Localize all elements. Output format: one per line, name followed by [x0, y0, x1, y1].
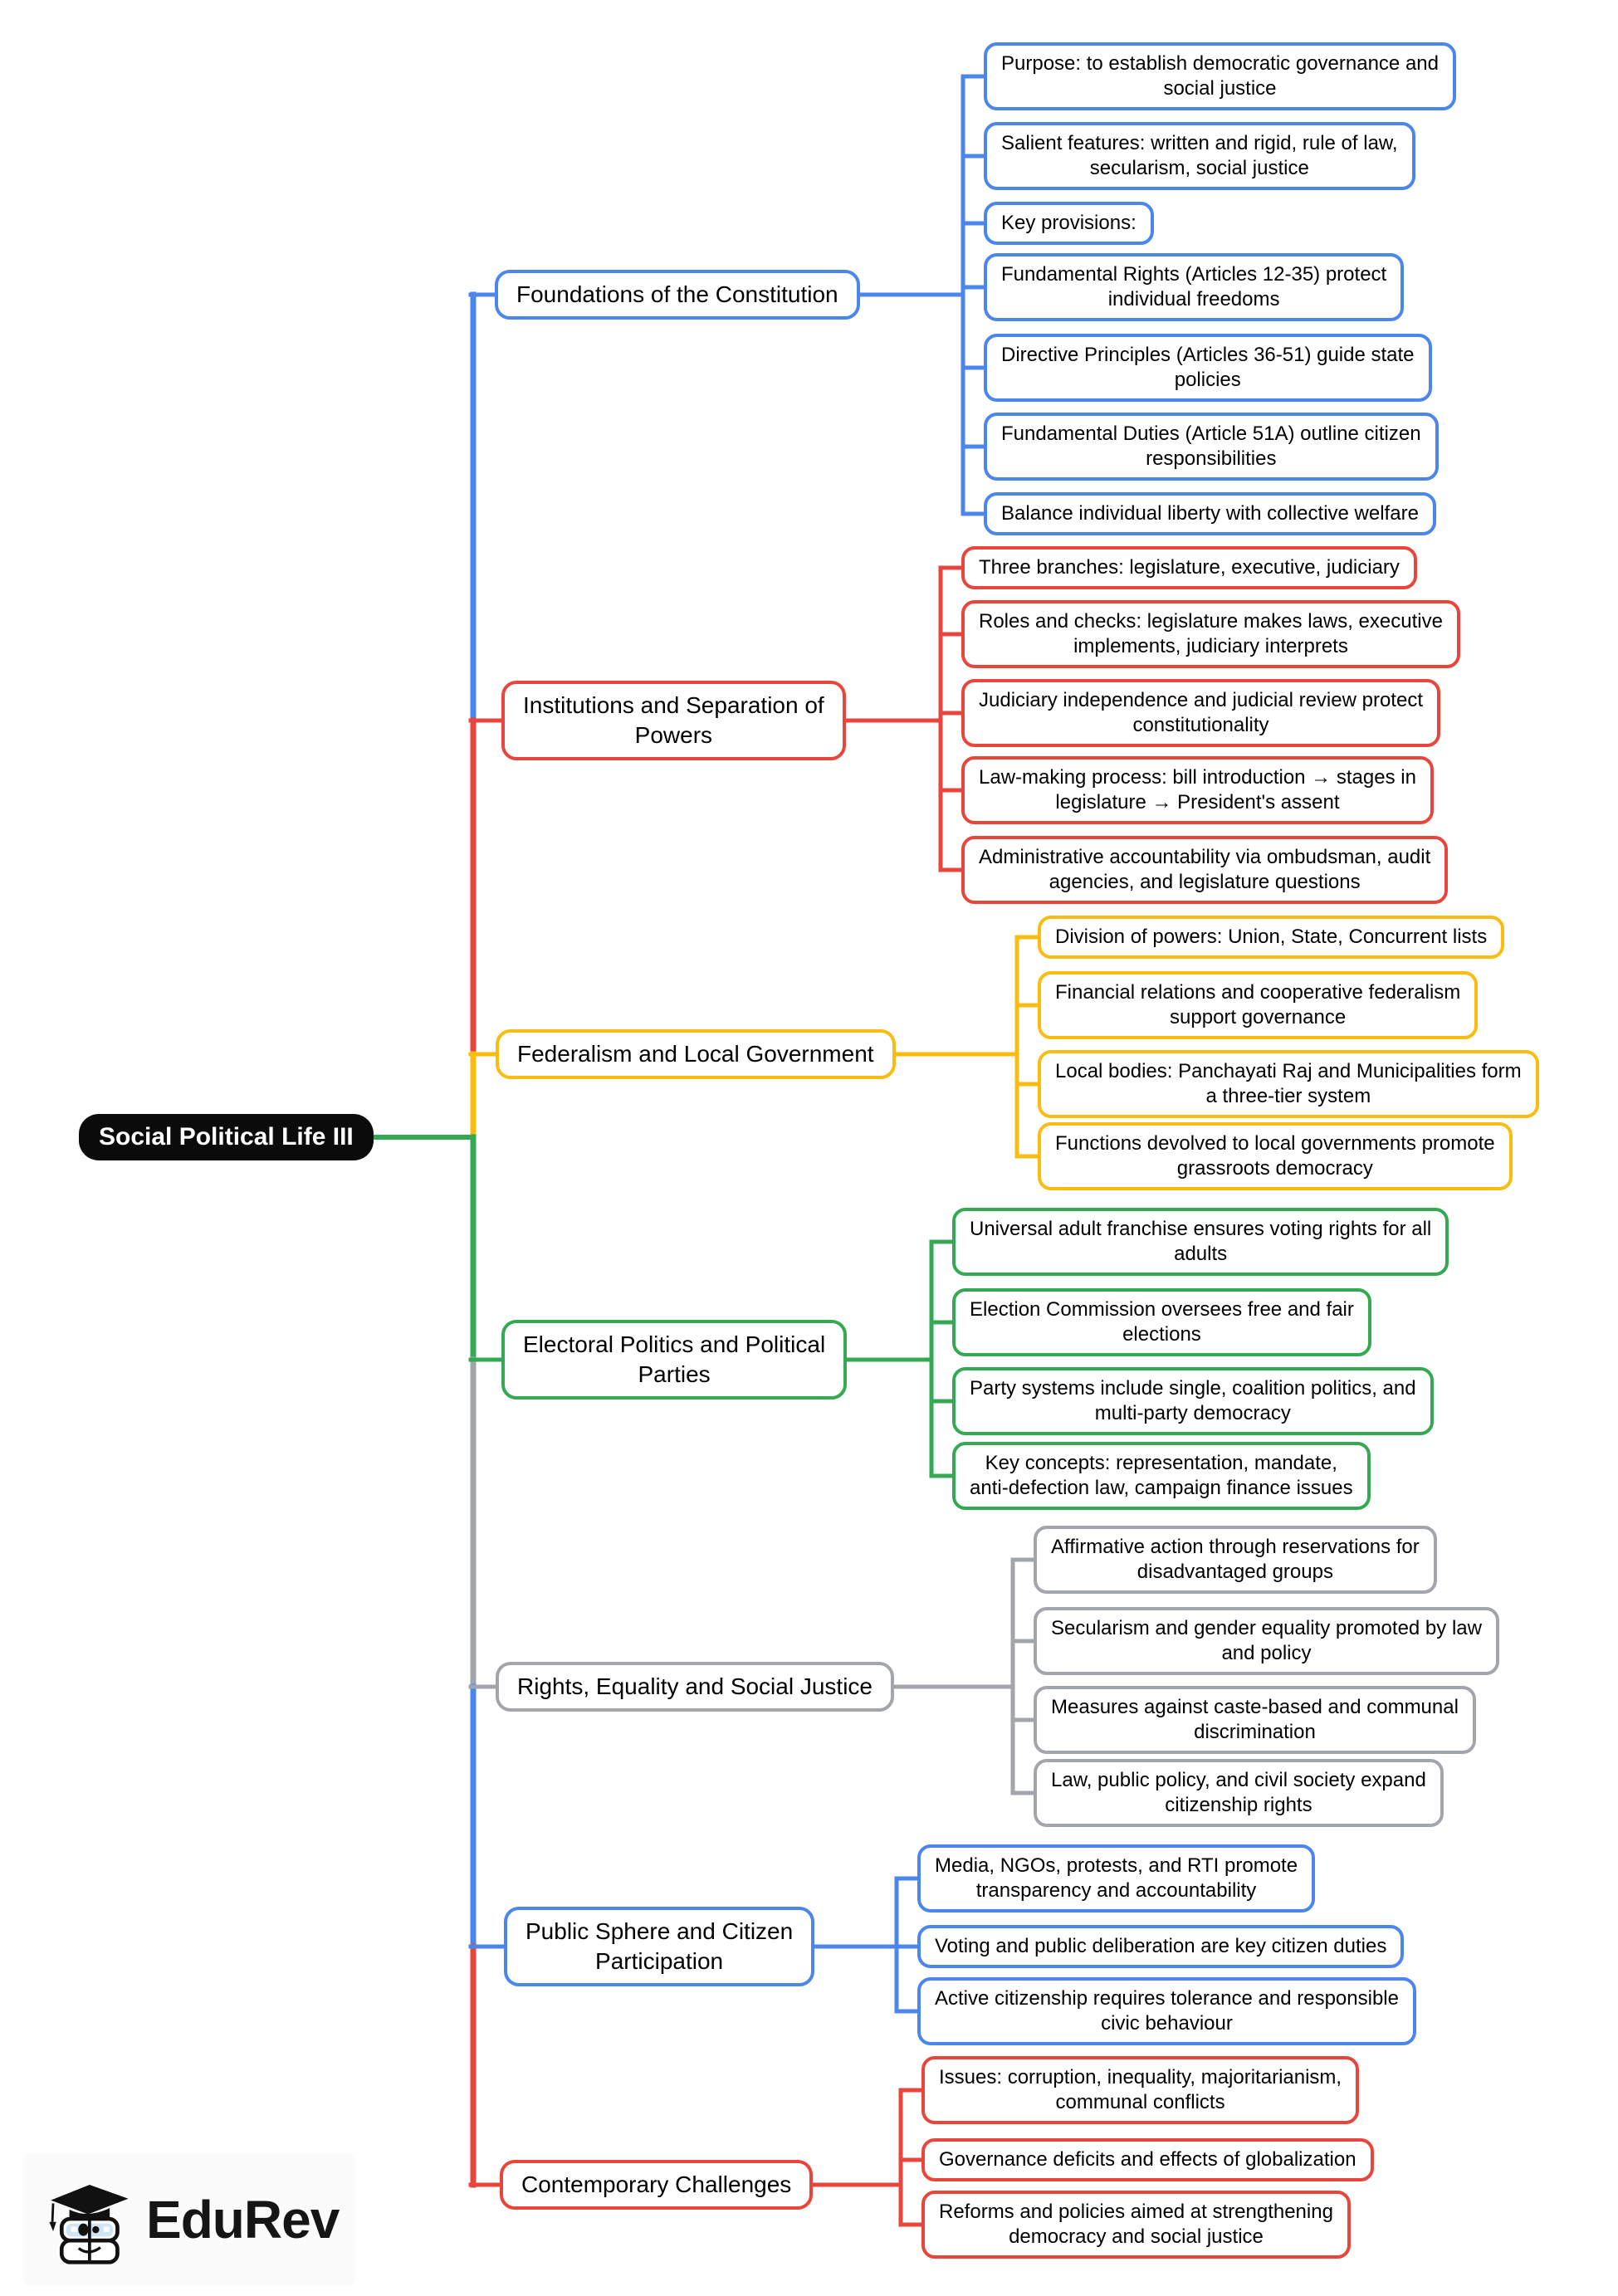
- leaf-node: Voting and public deliberation are key c…: [917, 1925, 1405, 1968]
- leaf-node: Directive Principles (Articles 36-51) gu…: [984, 334, 1432, 402]
- branch-node-federalism[interactable]: Federalism and Local Government: [496, 1029, 896, 1079]
- leaf-node: Judiciary independence and judicial revi…: [961, 679, 1440, 747]
- leaf-node: Law-making process: bill introduction → …: [961, 756, 1434, 824]
- branch-node-electoral[interactable]: Electoral Politics and Political Parties: [501, 1320, 848, 1400]
- leaf-node: Party systems include single, coalition …: [952, 1367, 1434, 1435]
- edurev-logo-text: EduRev: [146, 2190, 340, 2250]
- leaf-node: Affirmative action through reservations …: [1034, 1526, 1437, 1594]
- leaf-node: Key provisions:: [984, 202, 1154, 245]
- leaf-node: Reforms and policies aimed at strengthen…: [921, 2191, 1351, 2259]
- edurev-mascot-icon: [49, 2185, 129, 2264]
- leaf-node: Balance individual liberty with collecti…: [984, 492, 1436, 535]
- leaf-node: Secularism and gender equality promoted …: [1034, 1607, 1499, 1675]
- leaf-node: Key concepts: representation, mandate, a…: [952, 1442, 1371, 1510]
- leaf-node: Financial relations and cooperative fede…: [1038, 971, 1479, 1039]
- leaf-node: Purpose: to establish democratic governa…: [984, 42, 1456, 110]
- leaf-node: Law, public policy, and civil society ex…: [1034, 1759, 1444, 1827]
- leaf-node: Fundamental Rights (Articles 12-35) prot…: [984, 253, 1405, 321]
- branch-node-foundations[interactable]: Foundations of the Constitution: [495, 270, 860, 320]
- leaf-node: Issues: corruption, inequality, majorita…: [921, 2056, 1360, 2124]
- leaf-node: Media, NGOs, protests, and RTI promote t…: [917, 1844, 1316, 1913]
- leaf-node: Administrative accountability via ombuds…: [961, 836, 1449, 904]
- leaf-node: Division of powers: Union, State, Concur…: [1038, 916, 1505, 959]
- branch-node-contemporary[interactable]: Contemporary Challenges: [500, 2160, 814, 2210]
- branch-node-rights[interactable]: Rights, Equality and Social Justice: [496, 1662, 894, 1712]
- leaf-node: Salient features: written and rigid, rul…: [984, 122, 1415, 190]
- leaf-node: Roles and checks: legislature makes laws…: [961, 600, 1460, 668]
- branch-node-public-sphere[interactable]: Public Sphere and Citizen Participation: [504, 1907, 815, 1986]
- leaf-node: Three branches: legislature, executive, …: [961, 546, 1417, 589]
- leaf-node: Local bodies: Panchayati Raj and Municip…: [1038, 1050, 1539, 1118]
- leaf-node: Election Commission oversees free and fa…: [952, 1288, 1371, 1356]
- leaf-node: Functions devolved to local governments …: [1038, 1122, 1513, 1190]
- edurev-logo[interactable]: EduRev: [23, 2153, 355, 2286]
- leaf-node: Active citizenship requires tolerance an…: [917, 1977, 1416, 2045]
- leaf-node: Universal adult franchise ensures voting…: [952, 1208, 1449, 1276]
- leaf-node: Fundamental Duties (Article 51A) outline…: [984, 413, 1439, 481]
- branch-node-institutions[interactable]: Institutions and Separation of Powers: [501, 681, 846, 760]
- root-node[interactable]: Social Political Life III: [79, 1114, 374, 1160]
- leaf-node: Measures against caste-based and communa…: [1034, 1686, 1476, 1754]
- leaf-node: Governance deficits and effects of globa…: [921, 2138, 1374, 2181]
